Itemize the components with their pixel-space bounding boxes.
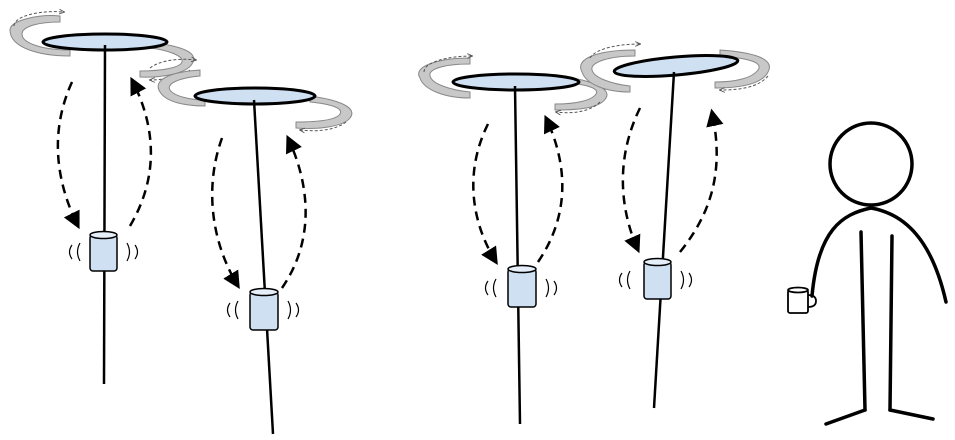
cup-icon xyxy=(249,287,279,331)
pole-assembly-3 xyxy=(418,56,608,425)
dashed-curved-arrow-icon xyxy=(679,108,724,253)
person-head xyxy=(828,121,914,207)
rotation-swirl-icon xyxy=(589,44,640,59)
stick-person-icon xyxy=(810,121,948,426)
pole-rod xyxy=(652,71,676,409)
cup-icon xyxy=(89,230,118,272)
rotation-swirl-icon xyxy=(149,59,196,69)
dashed-curved-arrow-icon xyxy=(280,134,307,289)
dashed-curved-arrow-icon xyxy=(128,76,153,227)
spinning-disc-icon xyxy=(612,54,740,78)
person-torso-right xyxy=(888,234,894,412)
vibration-lines-icon xyxy=(226,300,300,320)
person-shoulders xyxy=(810,206,948,304)
mug-icon xyxy=(787,286,817,314)
rotation-swirl-icon xyxy=(157,69,206,107)
rotation-swirl-icon xyxy=(556,101,601,113)
rotation-swirl-icon xyxy=(13,12,64,27)
pole-rod xyxy=(102,44,107,385)
person-torso-left xyxy=(859,230,867,412)
rotation-swirl-icon xyxy=(418,57,471,99)
rotation-swirl-icon xyxy=(714,49,770,89)
vibration-lines-icon xyxy=(484,278,558,298)
person-foot-right xyxy=(888,408,935,421)
pole-rod xyxy=(252,99,275,435)
rotation-swirl-icon xyxy=(423,56,472,73)
pole-rod xyxy=(513,85,522,425)
person-foot-left xyxy=(824,408,867,426)
rotation-swirl-icon xyxy=(720,75,769,90)
dashed-curved-arrow-icon xyxy=(56,81,80,230)
rotation-swirl-icon xyxy=(295,95,353,129)
rotation-swirl-icon xyxy=(300,121,347,131)
cup-icon xyxy=(643,257,672,300)
dashed-curved-arrow-icon xyxy=(621,107,642,254)
vibration-lines-icon xyxy=(68,242,139,262)
dashed-curved-arrow-icon xyxy=(536,114,564,263)
pole-assembly-4 xyxy=(580,44,770,409)
pole-assembly-2 xyxy=(149,59,353,435)
dashed-curved-arrow-icon xyxy=(472,123,498,265)
dashed-curved-arrow-icon xyxy=(210,137,240,289)
pole-assembly-1 xyxy=(9,12,195,385)
cup-icon xyxy=(507,264,537,308)
rotation-swirl-icon xyxy=(139,41,195,78)
rotation-swirl-icon xyxy=(580,49,636,93)
vibration-lines-icon xyxy=(618,270,693,290)
rotation-swirl-icon xyxy=(9,15,71,57)
